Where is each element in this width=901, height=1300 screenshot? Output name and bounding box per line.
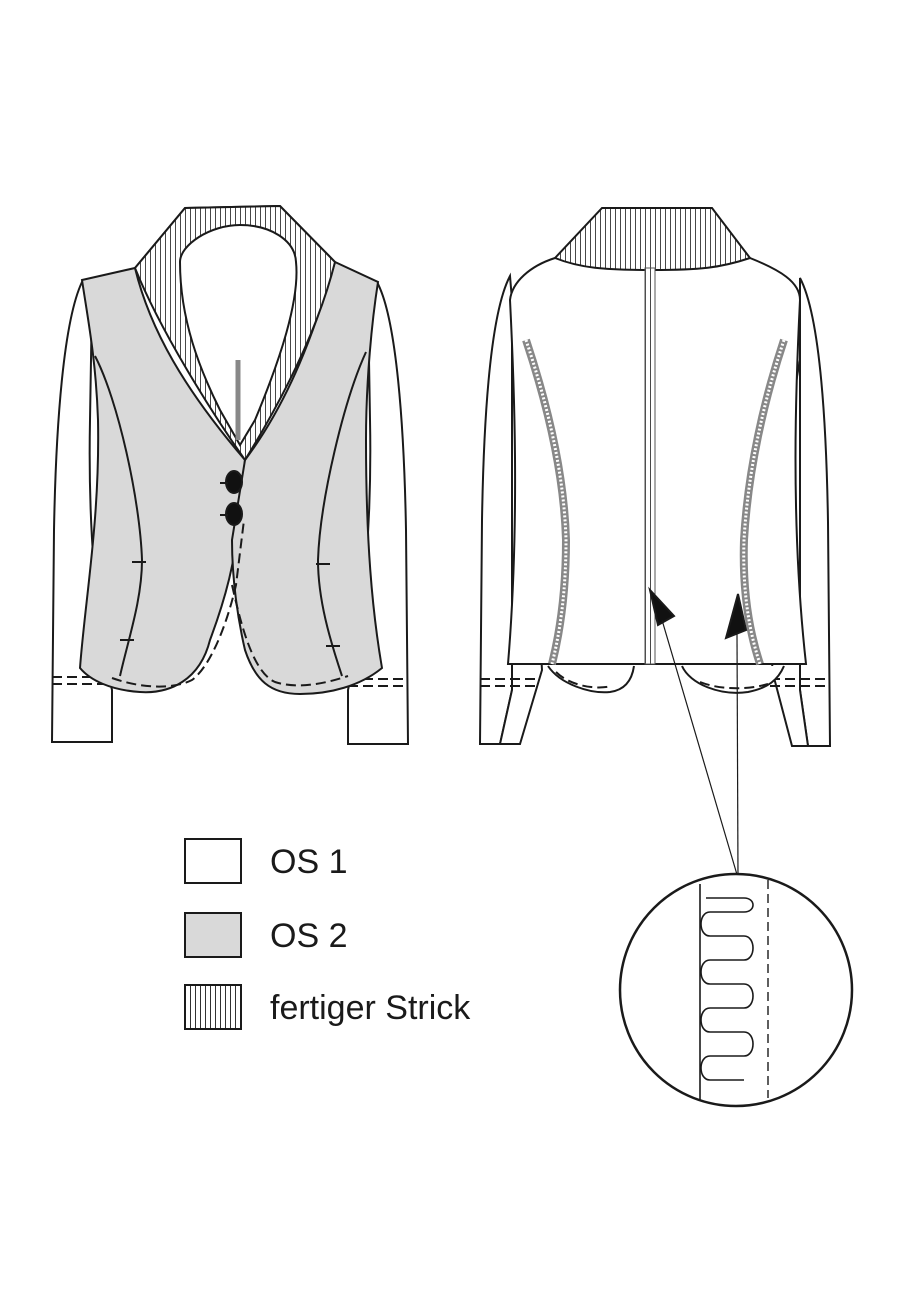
legend-label-knit: fertiger Strick [270, 989, 471, 1027]
back-left-sleeve [478, 272, 513, 745]
detail-zigzag-stitch [700, 897, 754, 1081]
front-button-lower [225, 502, 243, 526]
back-left-hem-curve [547, 665, 635, 694]
back-center-seam [644, 267, 656, 665]
legend-swatch-knit [184, 984, 242, 1030]
seam-detail-magnifier [618, 872, 854, 1108]
front-right-princess-seam [316, 351, 367, 677]
back-right-side-seam-inner [742, 339, 786, 665]
back-knit-collar [553, 207, 752, 272]
front-button-upper [225, 470, 243, 494]
back-right-hem-stitch [699, 681, 769, 690]
back-left-side-seam-inner [524, 339, 568, 665]
back-left-hem-stitch [555, 671, 613, 689]
detail-leader-line-left [661, 619, 739, 879]
front-left-hem-stitch [111, 519, 245, 688]
back-arrow-right [724, 593, 748, 640]
back-right-sleeve [799, 277, 832, 747]
front-left-princess-seam [94, 355, 144, 677]
front-collar-inner-back [178, 223, 298, 447]
legend-swatch-os1 [184, 838, 242, 884]
legend-label-os2: OS 2 [270, 917, 348, 955]
back-arrow-left [648, 586, 676, 627]
back-body [506, 257, 808, 665]
detail-circle [618, 872, 854, 1108]
jacket-back-view [478, 207, 832, 879]
jacket-front-view [50, 204, 410, 745]
front-right-panel [230, 260, 384, 696]
legend-swatch-os2 [184, 912, 242, 958]
legend-label-os1: OS 1 [270, 843, 348, 881]
front-right-hem-stitch [231, 584, 349, 687]
front-left-panel [78, 266, 247, 694]
detail-leader-line-right [736, 633, 739, 879]
back-right-hem-curve [681, 665, 785, 694]
